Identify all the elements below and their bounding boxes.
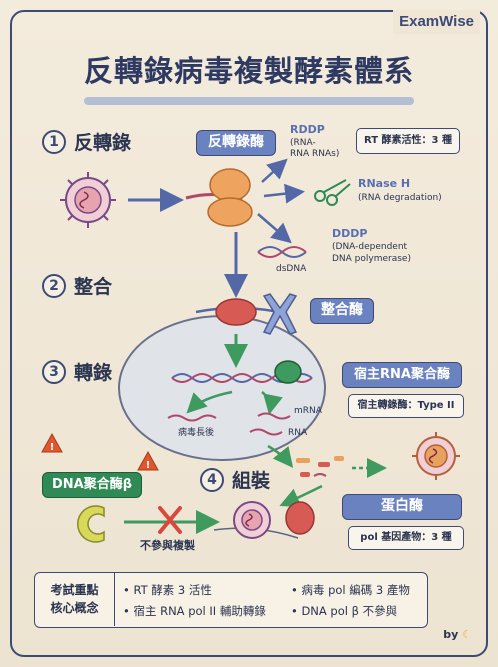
step-1-number: 1 [42, 129, 66, 154]
viral-genome-rna [167, 414, 217, 422]
step-4-number: 4 [200, 467, 224, 492]
budding-virus-icon [213, 501, 299, 539]
virus-particle-icon [60, 172, 116, 228]
warning-icon-left: ! [41, 432, 63, 453]
rt-activity-note: RT 酵素活性：3 種 [356, 128, 460, 154]
svg-text:!: ! [50, 442, 55, 453]
rna-strand [249, 428, 283, 436]
step-2: 2 整合 [42, 272, 112, 299]
moon-logo-icon: ☾ [462, 628, 472, 641]
viral-genome-label: 病毒長後 [178, 428, 215, 438]
summary-box: 考試重點 核心概念 • RT 酵素 3 活性 • 病毒 pol 編碼 3 產物 … [34, 572, 428, 628]
dna-pol-beta-icon [77, 505, 105, 543]
arrow-to-viral-genome [186, 390, 233, 414]
title-underline [84, 97, 414, 105]
arrow-back-to-assembly [279, 484, 323, 508]
rddp-name: RDDP [290, 123, 325, 136]
step-4: 4 組裝 [200, 466, 270, 493]
no-replication-label: 不參與複製 [140, 539, 195, 552]
svg-text:!: ! [146, 460, 151, 471]
host-rna-pol-label: 宿主RNA聚合酶 [342, 362, 462, 388]
warning-icon-right: ! [137, 450, 159, 471]
step-2-label: 整合 [74, 276, 113, 298]
arrow-to-assembly [267, 444, 294, 468]
rddp-desc-line2: RNA RNAs) [290, 149, 340, 159]
arrow-rt-to-rddp [261, 158, 288, 183]
rnaseh-desc: (RNA degradation) [358, 193, 442, 203]
page-frame [10, 10, 488, 657]
protease-label: 蛋白酶 [342, 494, 462, 520]
step-3-label: 轉錄 [74, 362, 113, 384]
pol-products-note: pol 基因產物：3 種 [348, 526, 464, 550]
arrow-to-mrna [261, 391, 283, 415]
rddp-desc-line1: (RNA- [290, 138, 316, 148]
protease-icon [285, 501, 315, 535]
dsdna-helix-icon [257, 246, 307, 258]
chromosome-icon [262, 293, 298, 335]
rna-label: RNA [288, 428, 308, 438]
byline: by ☾ [443, 628, 472, 641]
step-1: 1 反轉錄 [42, 128, 131, 155]
scissors-icon [314, 179, 351, 206]
host-rna-pol-icon [274, 360, 302, 384]
summary-item: • 宿主 RNA pol II 輔助轉錄 [123, 604, 266, 618]
dna-pol-beta-label: DNA聚合酶β [42, 472, 142, 498]
protein-fragments [296, 456, 344, 477]
step-3: 3 轉錄 [42, 358, 112, 385]
step-3-number: 3 [42, 359, 66, 384]
rnaseh-name: RNase H [358, 177, 411, 190]
summary-item: • 病毒 pol 編碼 3 產物 [291, 583, 410, 597]
blocked-x-icon [158, 506, 182, 534]
mrna-label: mRNA [294, 406, 322, 416]
mrna-strand [257, 412, 291, 420]
summary-item: • RT 酵素 3 活性 [123, 583, 212, 597]
summary-heading-line2: 核心概念 [50, 601, 99, 615]
reverse-transcriptase-icon [185, 168, 253, 227]
host-pol-type-note: 宿主轉錄酶：Type II [348, 394, 464, 418]
reverse-transcriptase-label: 反轉錄酶 [196, 130, 276, 156]
summary-heading-line1: 考試重點 [50, 583, 99, 597]
page-title: 反轉錄病毒複製酵素體系 [83, 54, 414, 88]
integrase-label: 整合酶 [310, 298, 374, 324]
arrow-rt-to-rnaseh [263, 183, 305, 204]
dddp-name: DDDP [332, 227, 368, 240]
dddp-desc-line2: DNA polymerase) [332, 254, 411, 264]
summary-heading: 考試重點 核心概念 [35, 573, 115, 626]
byline-text: by [443, 628, 459, 641]
step-4-label: 組裝 [232, 470, 271, 492]
arrow-rt-to-dddp [257, 213, 292, 244]
step-2-number: 2 [42, 273, 66, 298]
brand-logo: ExamWise [393, 10, 480, 34]
summary-item: • DNA pol β 不參與 [291, 604, 398, 618]
dsdna-label: dsDNA [276, 264, 307, 274]
mature-virus-icon [412, 432, 460, 480]
step-1-label: 反轉錄 [74, 132, 132, 154]
integrase-icon [195, 298, 281, 326]
dddp-desc-line1: (DNA-dependent [332, 242, 408, 252]
